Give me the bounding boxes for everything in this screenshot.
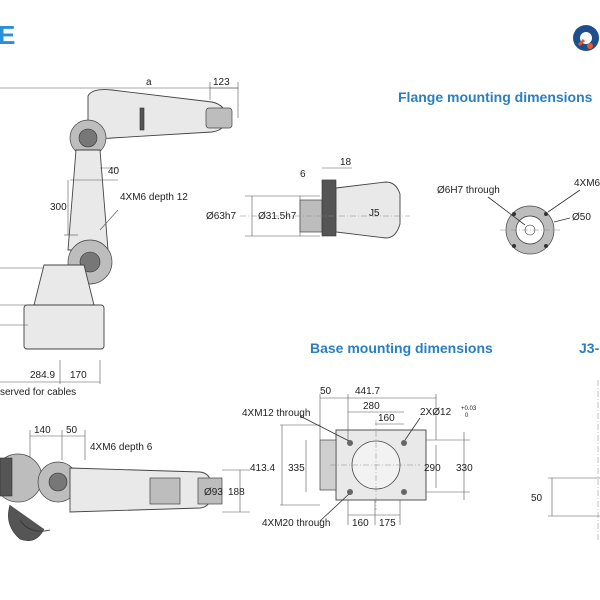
- dim-d93: Ø93: [204, 487, 223, 498]
- dim-413-4: 413.4: [250, 463, 275, 474]
- dim-a: a: [146, 77, 152, 88]
- dim-441-7: 441.7: [355, 386, 380, 397]
- dim-175: 175: [379, 518, 396, 529]
- j3-partial-view: [548, 380, 600, 540]
- flange-m6-note: 4XM6: [574, 178, 600, 189]
- dim-300: 300: [50, 202, 67, 213]
- dim-160-bot: 160: [352, 518, 369, 529]
- dim-d50-flange: Ø50: [572, 212, 591, 223]
- dim-280: 280: [363, 401, 380, 412]
- dim-50-base: 50: [320, 386, 332, 397]
- base-section-title: Base mounting dimensions: [310, 340, 493, 356]
- dim-160-top: 160: [378, 413, 395, 424]
- dim-335: 335: [288, 463, 305, 474]
- dim-6: 6: [300, 169, 306, 180]
- dim-284-9: 284.9: [30, 370, 55, 381]
- top-hole-note: 4XM6 depth 6: [90, 442, 153, 453]
- base-mounting-view: [280, 394, 470, 525]
- dim-170: 170: [70, 370, 87, 381]
- robot-top-view: [0, 430, 250, 541]
- flange-face-view: [487, 189, 581, 255]
- base-pin-note: 2XØ12: [420, 407, 452, 418]
- dim-d31-5: Ø31.5h7: [258, 211, 297, 222]
- pin-tol-lower: 0: [465, 413, 469, 419]
- j3-section-title: J3-: [579, 340, 600, 356]
- joint-label-j5: J5: [369, 208, 380, 219]
- dim-123: 123: [213, 77, 230, 88]
- dim-50-j3: 50: [531, 493, 543, 504]
- dim-140: 140: [34, 425, 51, 436]
- base-m20-note: 4XM20 through: [262, 518, 330, 529]
- dim-50-top: 50: [66, 425, 78, 436]
- dim-290: 290: [424, 463, 441, 474]
- flange-section-title: Flange mounting dimensions: [398, 89, 593, 105]
- dim-18: 18: [340, 157, 352, 168]
- flange-through-note: Ø6H7 through: [437, 185, 500, 196]
- cables-note: served for cables: [0, 387, 76, 398]
- robot-side-view: [0, 82, 239, 384]
- dim-40: 40: [108, 166, 120, 177]
- dim-188: 188: [228, 487, 245, 498]
- flange-side-view: [240, 167, 410, 239]
- dim-d63: Ø63h7: [206, 211, 236, 222]
- pin-tol-upper: +0.03: [461, 406, 477, 412]
- brand-logo-text: E: [0, 20, 15, 50]
- company-emblem-icon: [573, 25, 599, 51]
- dim-330: 330: [456, 463, 473, 474]
- base-m12-note: 4XM12 through: [242, 408, 310, 419]
- side-hole-note: 4XM6 depth 12: [120, 192, 188, 203]
